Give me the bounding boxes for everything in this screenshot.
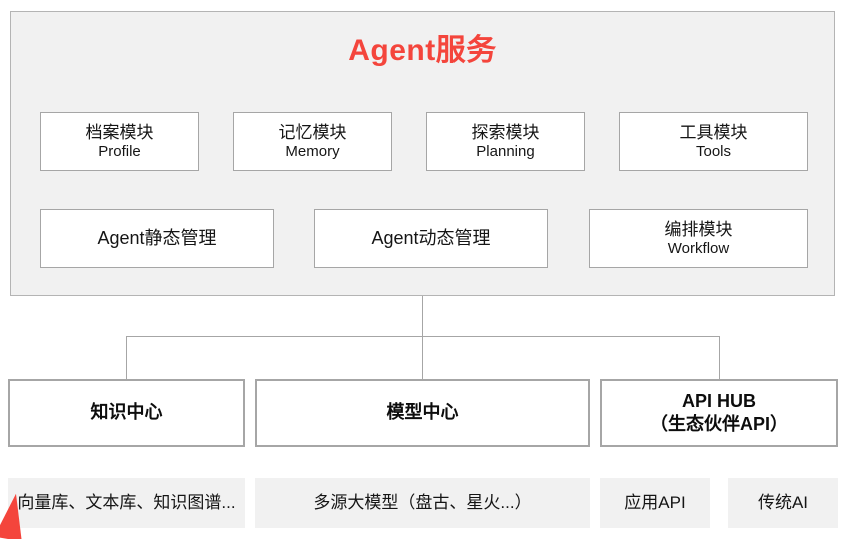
tag-application-api[interactable]: 应用API [600, 478, 710, 528]
center-api-hub-label: API HUB [681, 390, 756, 411]
center-knowledge[interactable]: 知识中心 [8, 379, 245, 447]
page-title: Agent服务 [348, 34, 497, 67]
tag-model-resources[interactable]: 多源大模型（盘古、星火...） [255, 478, 590, 528]
module-planning-en: Planning [476, 142, 535, 160]
connector-drop-knowledge [126, 336, 127, 380]
tag-model-resources-label: 多源大模型（盘古、星火...） [313, 492, 532, 512]
center-knowledge-label: 知识中心 [90, 402, 163, 423]
tag-traditional-ai[interactable]: 传统AI [728, 478, 838, 528]
connector-bus [126, 336, 720, 337]
module-agent-static-management[interactable]: Agent静态管理 [40, 209, 274, 268]
tag-application-api-label: 应用API [624, 492, 686, 512]
module-agent-dynamic-management[interactable]: Agent动态管理 [314, 209, 548, 268]
decorative-red-wedge [0, 491, 30, 539]
connector-drop-apihub [719, 336, 720, 380]
module-profile-cn: 档案模块 [85, 122, 154, 142]
module-workflow-cn: 编排模块 [664, 219, 733, 239]
module-planning[interactable]: 探索模块 Planning [426, 112, 585, 171]
module-workflow-en: Workflow [667, 239, 730, 257]
module-memory-cn: 记忆模块 [278, 122, 347, 142]
connector-drop-model [422, 336, 423, 380]
module-memory[interactable]: 记忆模块 Memory [233, 112, 392, 171]
connector-trunk [422, 296, 423, 336]
tag-knowledge-resources-label: 向量库、文本库、知识图谱... [17, 492, 236, 512]
tag-knowledge-resources[interactable]: 向量库、文本库、知识图谱... [8, 478, 245, 528]
module-memory-en: Memory [285, 142, 340, 160]
center-model-label: 模型中心 [386, 402, 459, 423]
module-planning-cn: 探索模块 [471, 122, 540, 142]
module-tools-en: Tools [695, 142, 732, 160]
module-workflow[interactable]: 编排模块 Workflow [589, 209, 808, 268]
module-profile[interactable]: 档案模块 Profile [40, 112, 199, 171]
module-profile-en: Profile [98, 142, 141, 160]
center-model[interactable]: 模型中心 [255, 379, 590, 447]
module-agent-dynamic-management-label: Agent动态管理 [371, 228, 491, 249]
tag-traditional-ai-label: 传统AI [757, 492, 809, 512]
module-agent-static-management-label: Agent静态管理 [97, 228, 217, 249]
center-api-hub-sublabel: （生态伙伴API） [649, 414, 788, 434]
module-tools[interactable]: 工具模块 Tools [619, 112, 808, 171]
module-tools-cn: 工具模块 [679, 122, 748, 142]
center-api-hub[interactable]: API HUB （生态伙伴API） [600, 379, 838, 447]
